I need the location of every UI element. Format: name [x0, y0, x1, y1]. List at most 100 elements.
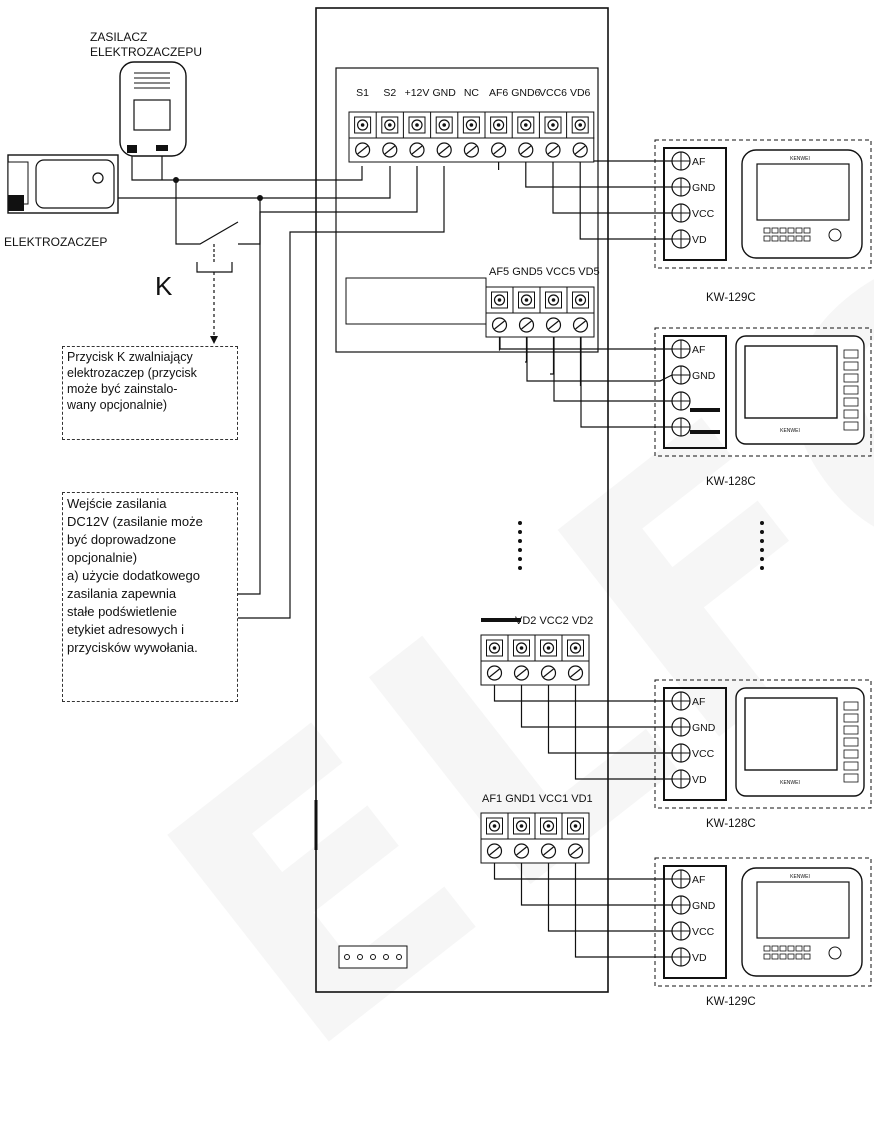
monitor-button: [795, 235, 803, 242]
terminal-label-gnd6: GND6: [511, 87, 540, 99]
monitor-terminal-plate: [663, 687, 727, 801]
monitor-button: [763, 227, 771, 234]
clamp-slot: [543, 668, 554, 678]
terminal-screw-center: [573, 646, 578, 650]
model-label-3: KW-128C: [706, 818, 756, 830]
monitor-wire: [547, 863, 672, 932]
wire-s1: [131, 155, 363, 181]
monitor-side-button: [843, 349, 859, 359]
clamp-slot: [466, 145, 477, 155]
monitor-terminal-label-af: AF: [692, 874, 705, 886]
monitor-side-button: [843, 397, 859, 407]
model-label-4: KW-129C: [706, 996, 756, 1008]
clamp-slot: [543, 846, 554, 856]
monitor-side-button: [843, 737, 859, 747]
label-slot: [345, 277, 487, 325]
monitor-side-button: [843, 421, 859, 431]
junction: [257, 195, 263, 201]
panel-outline: [315, 7, 609, 993]
monitor-button: [779, 953, 787, 960]
monitor-4: [654, 857, 872, 987]
monitor-wire: [520, 863, 672, 906]
monitor-side-button: [843, 385, 859, 395]
monitor-button: [763, 953, 771, 960]
monitor-terminal-plate: [663, 865, 727, 979]
group1-terminal-block: [480, 812, 590, 864]
monitor-wire: [574, 685, 672, 780]
connector-pin: [344, 954, 350, 960]
ellipsis-dot: [518, 557, 522, 561]
monitor-dashed-frame: [654, 139, 872, 269]
terminal-screw-center: [442, 123, 447, 127]
clamp-slot: [489, 846, 500, 856]
monitor-wire: [526, 337, 673, 382]
monitor-button: [787, 953, 795, 960]
monitor-button: [771, 945, 779, 952]
terminal-label-s2: S2: [383, 87, 396, 99]
wires: [118, 155, 673, 958]
monitor-wire: [580, 337, 672, 428]
monitor-dashed-frame: [654, 679, 872, 809]
terminal-screw-center: [492, 824, 497, 828]
monitor-dashed-frame: [654, 857, 872, 987]
monitor-terminal-plate: [663, 335, 727, 449]
wire-s2: [118, 166, 391, 199]
connector-pin: [370, 954, 376, 960]
terminal-label-plus12v: +12V: [405, 87, 430, 99]
terminal-screw-center: [497, 298, 502, 302]
group5-terminal-block: [485, 286, 595, 338]
monitor-terminal-label-gnd: GND: [692, 722, 716, 734]
ellipsis-dot: [760, 548, 764, 552]
monitor-brand: KENWEI: [780, 780, 800, 786]
monitor-dashed-frame: [654, 327, 872, 457]
wire-button: [238, 198, 261, 245]
monitor-side-button: [843, 725, 859, 735]
ellipsis-dot: [760, 557, 764, 561]
clamp-slot: [384, 145, 396, 155]
monitor-button: [787, 227, 795, 234]
terminal-screw-center: [578, 123, 582, 127]
strike-block: [8, 195, 24, 211]
strike-body: [35, 159, 115, 209]
monitor-button: [779, 235, 787, 242]
monitor-wire: [493, 685, 672, 702]
monitor-wire: [520, 685, 672, 728]
psu-terminal: [156, 145, 168, 151]
monitor-dial: [828, 228, 842, 242]
monitor-wire: [493, 863, 672, 880]
monitor-button: [771, 953, 779, 960]
terminal-screw-center: [360, 123, 365, 127]
monitor-wire: [553, 337, 672, 402]
wire-12v: [238, 166, 418, 595]
monitor-2: [654, 327, 872, 457]
monitor-terminal-label-gnd: GND: [692, 370, 716, 382]
monitor-button: [771, 235, 779, 242]
monitor-screen: [756, 163, 850, 221]
terminal-board-outline: [335, 67, 599, 353]
monitor-side-button: [843, 409, 859, 419]
ellipsis-dot: [760, 566, 764, 570]
monitor-button: [771, 227, 779, 234]
ellipsis-dot: [760, 530, 764, 534]
monitor-button: [795, 945, 803, 952]
lock-psu-label: ZASILACZ ELEKTROZACZEPU: [90, 30, 203, 59]
terminal-screw-center: [551, 123, 555, 127]
clamp-slot: [570, 668, 581, 678]
label-tape: [481, 618, 521, 622]
monitor-button: [803, 227, 811, 234]
monitor-side-button: [843, 773, 859, 783]
terminal-label-vcc6: VCC6: [539, 87, 567, 99]
group2-terminal-block: [480, 634, 590, 686]
monitor-1: [654, 139, 872, 269]
terminal-screw-center: [519, 824, 524, 828]
monitor-screen: [744, 697, 838, 771]
monitor-wire: [579, 162, 672, 240]
button-k-symbol: [196, 262, 233, 273]
monitor-dial: [828, 946, 842, 960]
clamp-slot: [521, 320, 532, 330]
monitor-terminal-label-vcc: VCC: [692, 926, 715, 938]
monitor-side-button: [843, 361, 859, 371]
monitor-terminal-label-af: AF: [692, 344, 705, 356]
monitor-brand: KENWEI: [780, 428, 800, 434]
